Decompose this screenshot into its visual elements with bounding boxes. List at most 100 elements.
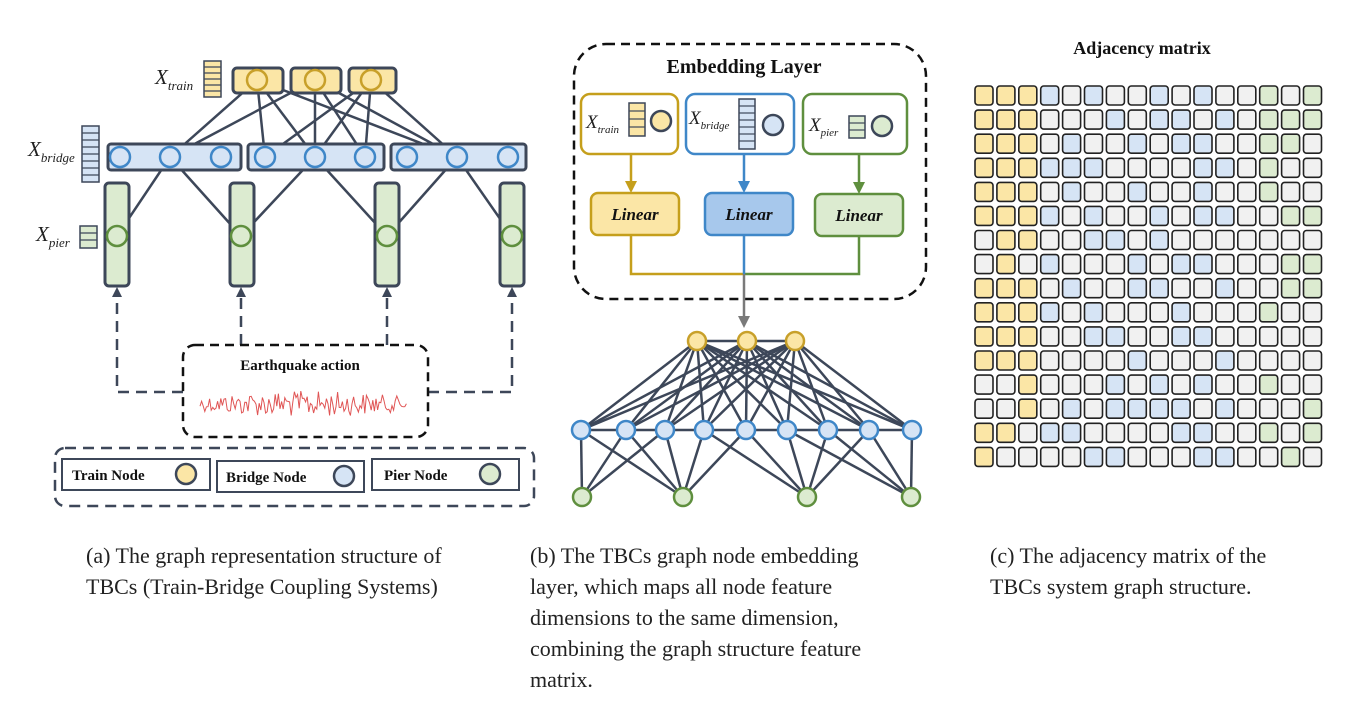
panel-a-graph: Xtrain Xbridge Xpier Earthquake action T… <box>27 60 536 508</box>
matrix-cell <box>1105 157 1126 179</box>
matrix-cell <box>1039 157 1060 179</box>
matrix-cell <box>1127 229 1148 251</box>
matrix-cell <box>1017 446 1038 468</box>
bridge-pier-edge <box>581 429 666 498</box>
matrix-cell <box>1171 350 1191 371</box>
embedding-layer-title: Embedding Layer <box>666 56 821 78</box>
matrix-cell <box>1237 398 1257 420</box>
matrix-cell <box>1061 446 1082 468</box>
train-node-icon <box>649 109 673 133</box>
x-pier-label: Xpier <box>35 222 71 250</box>
matrix-cell <box>974 398 994 420</box>
matrix-cell <box>974 446 994 468</box>
matrix-cell <box>1127 253 1148 275</box>
matrix-cell <box>1127 85 1148 106</box>
bridge-pier-edge <box>867 429 913 498</box>
matrix-cell <box>1237 301 1257 323</box>
caption-b: (b) The TBCs graph node embedding layer,… <box>530 540 861 695</box>
matrix-cell <box>1017 133 1038 154</box>
matrix-cell <box>1258 181 1279 203</box>
matrix-cell <box>1149 85 1169 106</box>
matrix-cell <box>1061 422 1082 444</box>
matrix-cell <box>1171 205 1191 227</box>
matrix-cell <box>1083 205 1104 227</box>
x-bridge-feature-stack <box>81 125 100 183</box>
matrix-cell <box>1083 109 1104 130</box>
panel-c-adjacency: Adjacency matrix <box>974 38 1323 468</box>
matrix-cell <box>1105 326 1126 347</box>
matrix-cell <box>1017 301 1038 323</box>
matrix-cell <box>1258 205 1279 227</box>
matrix-cell <box>1171 422 1191 444</box>
matrix-cell <box>1017 157 1038 179</box>
matrix-cell <box>1215 301 1235 323</box>
matrix-cell <box>996 181 1016 203</box>
matrix-cell <box>1171 133 1191 154</box>
matrix-cell <box>974 157 994 179</box>
bridge-pier-edge <box>786 428 912 499</box>
bridge-node <box>776 419 798 441</box>
legend-train-node-icon <box>174 462 198 486</box>
bridge-node <box>901 419 923 441</box>
matrix-cell <box>1193 205 1213 227</box>
caption-a-line: TBCs (Train-Bridge Coupling Systems) <box>86 574 438 599</box>
matrix-cell <box>1105 446 1126 468</box>
legend-bridge-node-icon <box>332 464 356 488</box>
matrix-cell <box>1105 133 1126 154</box>
train-bridge-edge <box>785 340 797 431</box>
train-bridge-edge <box>664 340 748 431</box>
bridge-pier-edge <box>663 429 685 498</box>
train-bridge-edge <box>580 340 698 431</box>
matrix-cell <box>996 109 1016 130</box>
pier-node <box>229 224 253 248</box>
matrix-cell <box>1237 446 1257 468</box>
matrix-cell <box>1237 133 1257 154</box>
matrix-cell <box>1215 157 1235 179</box>
matrix-cell <box>1193 301 1213 323</box>
matrix-cell <box>1280 374 1301 395</box>
matrix-cell <box>1280 398 1301 420</box>
matrix-cell <box>1171 157 1191 179</box>
matrix-cell <box>974 133 994 154</box>
matrix-cell <box>1171 229 1191 251</box>
bridge-pier-edge <box>785 429 809 498</box>
matrix-cell <box>1258 301 1279 323</box>
matrix-cell <box>1171 253 1191 275</box>
matrix-cell <box>1149 350 1169 371</box>
matrix-cell <box>996 277 1016 299</box>
matrix-cell <box>1302 229 1323 251</box>
train-bridge-edge <box>664 339 796 432</box>
matrix-cell <box>1280 157 1301 179</box>
matrix-cell <box>1061 277 1082 299</box>
matrix-cell <box>1258 326 1279 347</box>
caption-b-line: dimensions to the same dimension, <box>530 605 839 630</box>
matrix-cell <box>1127 133 1148 154</box>
matrix-cell <box>1083 350 1104 371</box>
bridge-node <box>108 145 132 169</box>
linear-bridge-box <box>703 191 795 237</box>
matrix-cell <box>1237 277 1257 299</box>
matrix-cell <box>1280 277 1301 299</box>
matrix-cell <box>1149 422 1169 444</box>
matrix-cell <box>1061 109 1082 130</box>
matrix-cell <box>1083 422 1104 444</box>
train-bridge-edge <box>663 340 699 431</box>
panel-b-embedding: Embedding Layer Xtrain Xbridge Xpier <box>570 42 928 508</box>
matrix-cell <box>1258 374 1279 395</box>
embedding-layer-box <box>572 42 928 301</box>
legend-bridge-label: Bridge Node <box>226 470 307 486</box>
bridge-pier-edge <box>580 429 628 498</box>
matrix-cell <box>1061 229 1082 251</box>
bridge-node <box>693 419 715 441</box>
matrix-cell <box>1149 277 1169 299</box>
caption-b-line: (b) The TBCs graph node embedding <box>530 543 859 568</box>
matrix-cell <box>1258 229 1279 251</box>
matrix-cell <box>1039 85 1060 106</box>
matrix-cell <box>1105 398 1126 420</box>
bridge-node <box>158 145 182 169</box>
matrix-cell <box>1171 326 1191 347</box>
matrix-cell <box>1127 301 1148 323</box>
bridge-pier-edge <box>681 429 706 498</box>
matrix-cell <box>1237 229 1257 251</box>
matrix-cell <box>1280 133 1301 154</box>
